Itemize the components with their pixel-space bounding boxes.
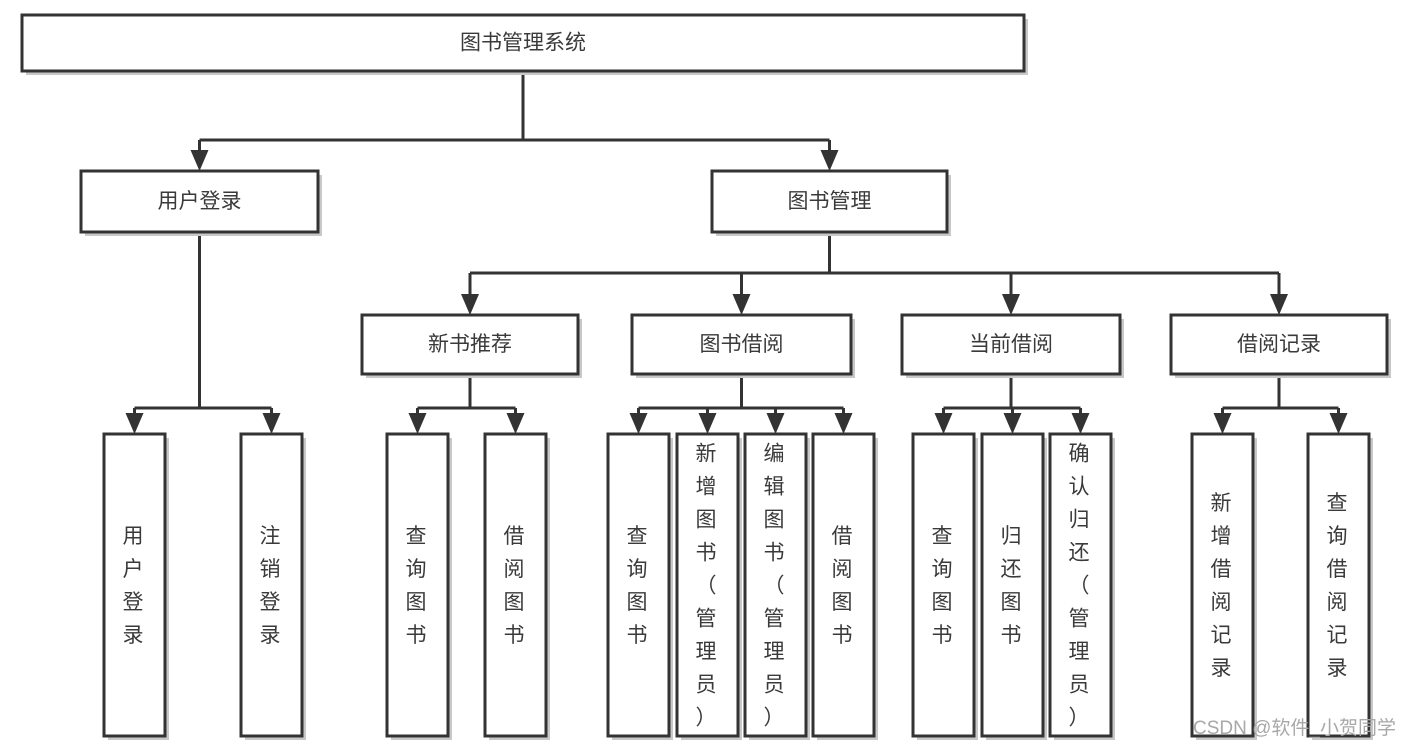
node-leaf-借阅图书[interactable] [483, 432, 548, 738]
node-labels: 图书管理系统用户登录图书管理新书推荐图书借阅当前借阅借阅记录用户登录注销登录查询… [123, 32, 1351, 730]
node-label-leaf-用户登录: 用户登录 [123, 525, 147, 647]
node-level3-新书推荐[interactable] [360, 313, 580, 376]
node-boxes [20, 13, 1391, 740]
csdn-watermark: CSDN @软件_小贺同学 [1193, 717, 1396, 739]
node-label-level3-借阅记录: 借阅记录 [1237, 333, 1321, 356]
node-root-图书管理系统[interactable] [20, 13, 1026, 73]
node-level3-图书借阅[interactable] [630, 313, 853, 376]
node-label-leaf-新增借阅记录: 新增借阅记录 [1211, 492, 1235, 680]
node-leaf-用户登录[interactable] [102, 432, 167, 738]
node-leaf-查询图书[interactable] [606, 432, 671, 738]
node-leaf-新增图书管理员[interactable] [675, 432, 740, 738]
node-label-leaf-注销登录: 注销登录 [260, 525, 284, 647]
node-label-level3-图书借阅: 图书借阅 [700, 333, 784, 356]
node-leaf-确认归还管理员[interactable] [1048, 432, 1113, 738]
node-label-leaf-查询借阅记录: 查询借阅记录 [1327, 492, 1351, 680]
node-level2-用户登录[interactable] [79, 169, 320, 234]
node-label-leaf-借阅图书: 借阅图书 [504, 525, 528, 647]
node-leaf-归还图书[interactable] [980, 432, 1045, 738]
node-label-leaf-查询图书: 查询图书 [932, 525, 956, 647]
node-label-leaf-归还图书: 归还图书 [1001, 525, 1025, 647]
node-leaf-查询图书[interactable] [911, 432, 976, 738]
node-leaf-新增借阅记录[interactable] [1190, 432, 1255, 738]
node-label-leaf-查询图书: 查询图书 [406, 525, 430, 647]
node-label-leaf-确认归还管理员: 确认归还（管理员） [1069, 443, 1093, 730]
node-label-leaf-借阅图书: 借阅图书 [832, 525, 856, 647]
node-level2-图书管理[interactable] [710, 169, 949, 234]
node-leaf-借阅图书[interactable] [811, 432, 876, 738]
connector-lines [125, 71, 1348, 434]
node-label-level2-图书管理: 图书管理 [788, 190, 872, 213]
node-leaf-查询图书[interactable] [385, 432, 450, 738]
node-label-level3-当前借阅: 当前借阅 [969, 333, 1053, 356]
node-leaf-注销登录[interactable] [239, 432, 304, 738]
node-label-leaf-新增图书管理员: 新增图书（管理员） [696, 443, 720, 730]
node-label-root: 图书管理系统 [460, 32, 586, 55]
node-leaf-查询借阅记录[interactable] [1306, 432, 1371, 738]
node-level3-当前借阅[interactable] [900, 313, 1122, 376]
node-level3-借阅记录[interactable] [1169, 313, 1389, 376]
node-label-leaf-编辑图书管理员: 编辑图书（管理员） [764, 443, 788, 730]
node-label-leaf-查询图书: 查询图书 [627, 525, 651, 647]
node-label-level3-新书推荐: 新书推荐 [428, 333, 512, 356]
node-label-level2-用户登录: 用户登录 [158, 190, 242, 213]
node-leaf-编辑图书管理员[interactable] [743, 432, 808, 738]
